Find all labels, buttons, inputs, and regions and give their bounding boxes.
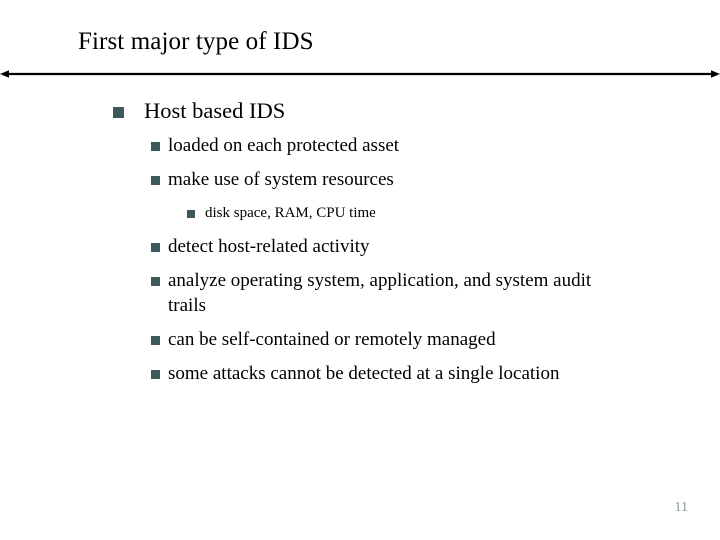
bullet-text: analyze operating system, application, a… <box>168 270 592 316</box>
bullet-text: make use of system resources <box>168 169 394 190</box>
bullet-item-level2: make use of system resources <box>0 167 720 192</box>
bullet-outline: Host based IDS loaded on each protected … <box>0 96 720 387</box>
square-bullet-icon <box>151 176 160 185</box>
bullet-item-level3: disk space, RAM, CPU time <box>0 202 720 224</box>
double-headed-arrow-divider <box>0 66 720 82</box>
square-bullet-icon <box>151 336 160 345</box>
square-bullet-icon <box>113 107 124 118</box>
square-bullet-icon <box>151 277 160 286</box>
bullet-text: loaded on each protected asset <box>168 135 400 156</box>
bullet-item-level2: loaded on each protected asset <box>0 133 720 158</box>
bullet-text: some attacks cannot be detected at a sin… <box>168 363 560 384</box>
bullet-text: detect host-related activity <box>168 236 370 257</box>
bullet-item-level2: some attacks cannot be detected at a sin… <box>0 361 720 386</box>
bullet-item-level2: detect host-related activity <box>0 234 720 259</box>
bullet-text: disk space, RAM, CPU time <box>205 205 376 221</box>
double-headed-arrow-icon <box>0 70 720 78</box>
square-bullet-icon <box>151 370 160 379</box>
page-number: 11 <box>674 500 688 515</box>
bullet-item-level1: Host based IDS <box>0 96 720 125</box>
square-bullet-icon <box>151 142 160 151</box>
bullet-item-level2: analyze operating system, application, a… <box>0 268 720 318</box>
bullet-item-level2: can be self-contained or remotely manage… <box>0 327 720 352</box>
square-bullet-icon <box>187 210 195 218</box>
bullet-text: Host based IDS <box>144 98 286 123</box>
bullet-text: can be self-contained or remotely manage… <box>168 329 496 350</box>
square-bullet-icon <box>151 243 160 252</box>
page-title: First major type of IDS <box>78 28 314 55</box>
